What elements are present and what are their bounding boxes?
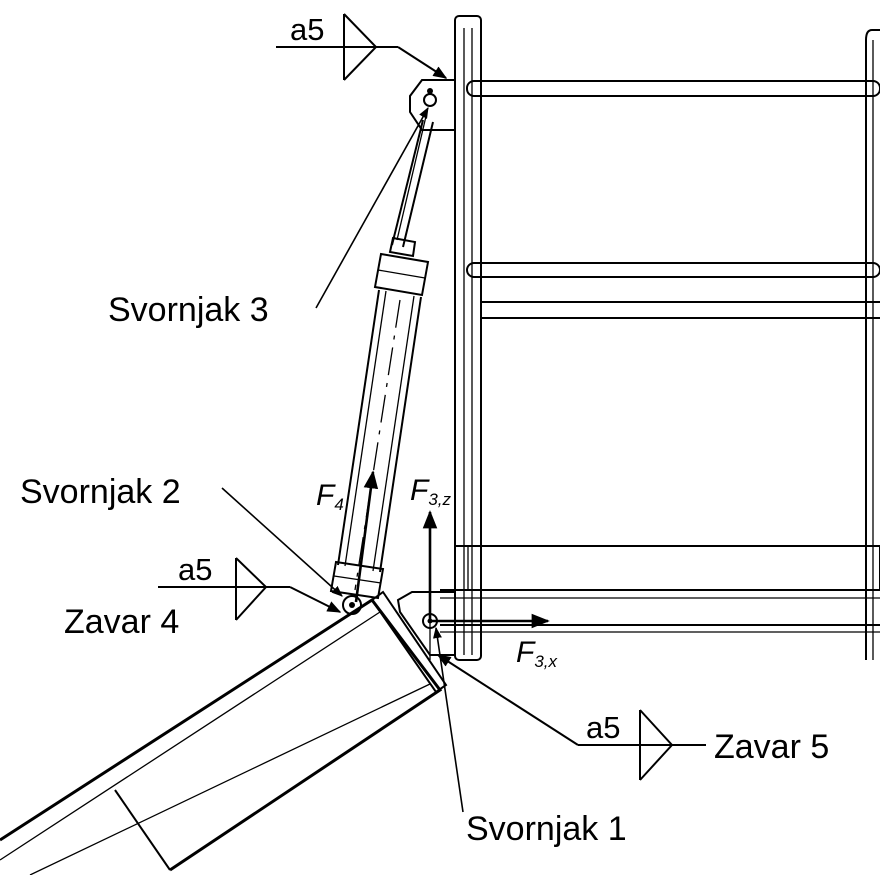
label-force-f3x: F3,x (516, 636, 558, 671)
force-arrows (354, 470, 550, 660)
weld-size-right: a5 (586, 710, 620, 745)
label-force-f3z: F3,z (410, 474, 452, 509)
top-bracket (409, 79, 456, 131)
weld-symbol-top: a5 (276, 12, 448, 81)
label-zavar-5: Zavar 5 (714, 728, 829, 766)
weld-size-left: a5 (178, 552, 212, 587)
label-svornjak-2: Svornjak 2 (20, 473, 181, 511)
hydraulic-cylinder (329, 111, 434, 600)
weld-symbol-right: a5 (436, 654, 706, 781)
frame-structure (440, 15, 880, 661)
label-svornjak-3: Svornjak 3 (108, 291, 269, 329)
boom-arm (0, 590, 448, 875)
label-svornjak-1: Svornjak 1 (466, 810, 627, 848)
label-zavar-4: Zavar 4 (64, 603, 179, 641)
weld-size-top: a5 (290, 12, 324, 47)
leader-lines (221, 107, 464, 813)
weld-symbol-left: a5 (158, 552, 342, 621)
pin-2-joint (342, 595, 362, 615)
label-force-f4: F4 (316, 479, 344, 514)
force-f4-arrow (354, 470, 379, 603)
